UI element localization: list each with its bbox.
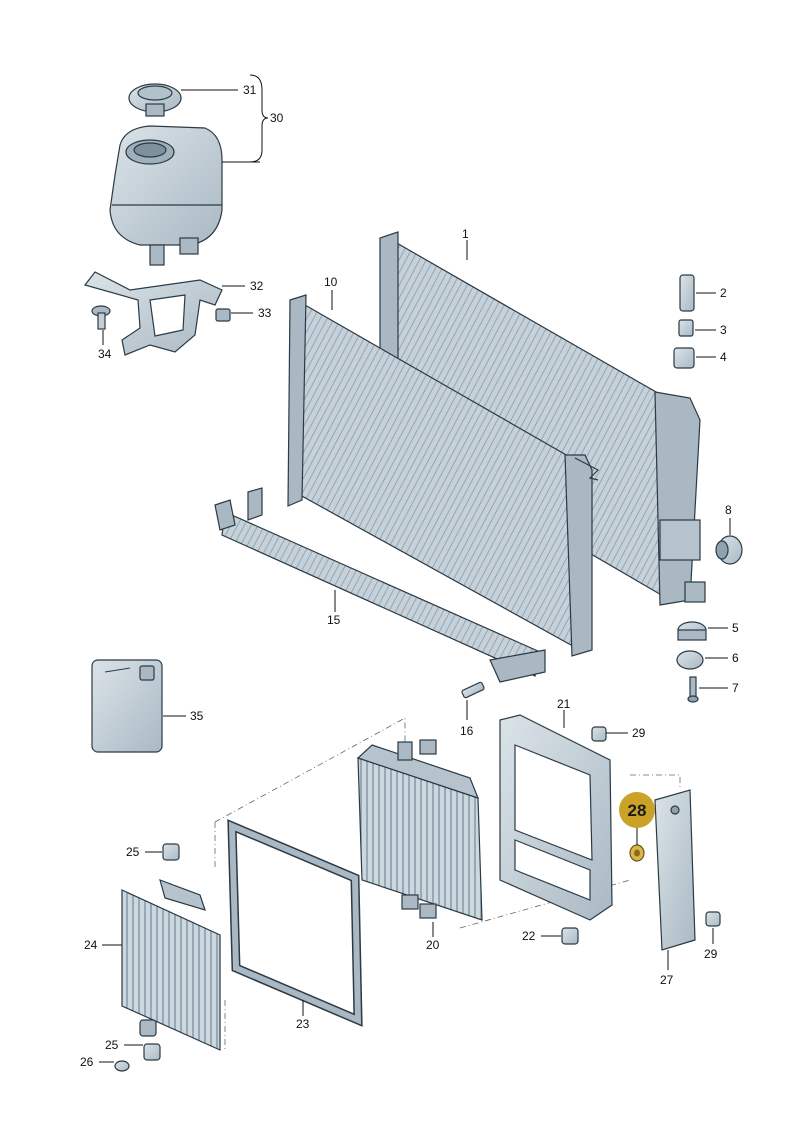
callout-32: 32 xyxy=(250,279,264,293)
callout-20: 20 xyxy=(426,938,440,952)
mount-5-part xyxy=(677,621,707,641)
callout-1: 1 xyxy=(462,227,469,241)
frame-23-part xyxy=(227,819,363,1027)
callout-25-bottom: 25 xyxy=(105,1038,119,1052)
bolt-7-part xyxy=(687,676,699,703)
mount-6-part xyxy=(676,650,704,670)
bush-25b-part xyxy=(143,1043,161,1061)
tank-cap-part xyxy=(128,83,182,117)
grommet-8-part xyxy=(715,535,743,565)
callout-4: 4 xyxy=(720,350,727,364)
expansion-tank-part xyxy=(109,125,223,266)
callout-35: 35 xyxy=(190,709,204,723)
callout-29-top: 29 xyxy=(632,726,646,740)
bracket-27-part xyxy=(654,789,696,951)
aux-radiator-20-part xyxy=(356,739,483,921)
radiator-10-part xyxy=(287,294,600,657)
mount-4-part xyxy=(673,347,695,369)
callout-3: 3 xyxy=(720,323,727,337)
plug-2-part xyxy=(679,274,695,312)
callout-6: 6 xyxy=(732,651,739,665)
bolt-34-part xyxy=(91,305,111,330)
bracket-21-part xyxy=(499,714,613,921)
aux-radiator-24-part xyxy=(121,879,221,1051)
callout-7: 7 xyxy=(732,681,739,695)
callout-29-bottom: 29 xyxy=(704,947,718,961)
callout-10: 10 xyxy=(324,275,338,289)
nut-22-part xyxy=(561,927,579,945)
callout-23: 23 xyxy=(296,1017,310,1031)
radiator-1-part xyxy=(379,231,706,606)
callout-27: 27 xyxy=(660,973,674,987)
callout-5: 5 xyxy=(732,621,739,635)
callout-30: 30 xyxy=(270,111,284,125)
nut-28-highlighted-part[interactable] xyxy=(629,844,645,862)
coolant-bottle-35-part xyxy=(91,659,163,753)
bolt-16-part xyxy=(461,681,485,699)
callout-15: 15 xyxy=(327,613,341,627)
callout-16: 16 xyxy=(460,724,474,738)
callout-26: 26 xyxy=(80,1055,94,1069)
bush-3-part xyxy=(678,319,694,337)
callout-25-top: 25 xyxy=(126,845,140,859)
callout-28: 28 xyxy=(628,801,647,820)
expansion-tank-group: 31 30 xyxy=(109,74,284,266)
callout-24: 24 xyxy=(84,938,98,952)
tank-bracket-group: 32 33 34 xyxy=(83,271,272,361)
callout-21: 21 xyxy=(557,697,571,711)
bush-25a-part xyxy=(162,843,180,861)
callout-22: 22 xyxy=(522,929,536,943)
bolt-26-part xyxy=(114,1060,130,1072)
nut-29a-part xyxy=(591,726,607,742)
intercooler-15-part xyxy=(214,487,546,683)
callout-2: 2 xyxy=(720,286,727,300)
nut-33-part xyxy=(215,308,231,322)
callout-28-badge[interactable]: 28 xyxy=(619,792,655,828)
callout-33: 33 xyxy=(258,306,272,320)
callout-34: 34 xyxy=(98,347,112,361)
callout-8: 8 xyxy=(725,503,732,517)
callout-31: 31 xyxy=(243,83,257,97)
nut-29b-part xyxy=(705,911,721,927)
